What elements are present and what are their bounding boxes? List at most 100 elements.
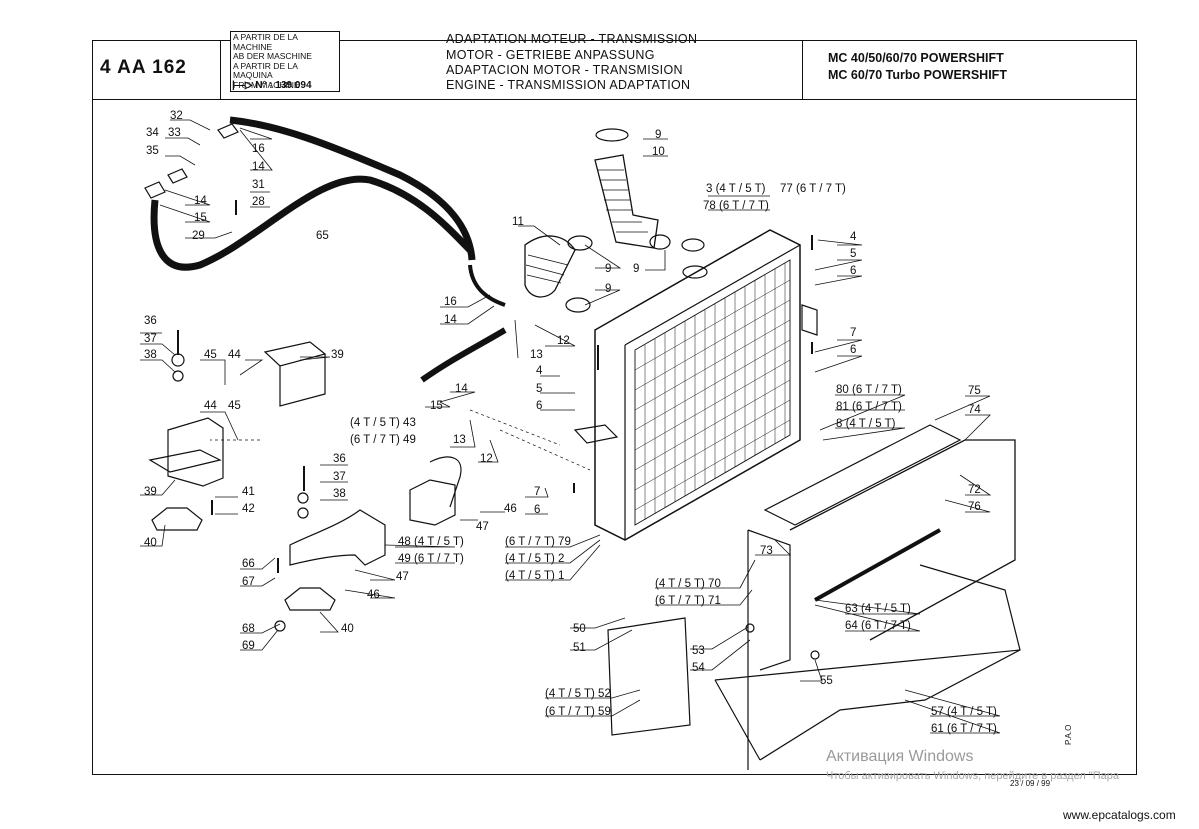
applicability-line: AB DER MASCHINE [233,51,312,61]
applicability-line: A PARTIR DE LA MAQUINA [233,60,298,80]
callout-47: 47 [476,521,489,533]
callout-40: 40 [144,537,157,549]
fitting [217,123,239,139]
callout-labels: 32 33 34 35 16 14 14 15 31 28 29 65 9 10… [144,110,997,735]
lower-radiator-hose [524,235,576,298]
callout-11: 11 [512,216,524,228]
callout-81: 81 (6 T / 7 T) [836,401,902,413]
header-separator [220,40,221,99]
side-panel [607,617,691,736]
callout-63: 63 (4 T / 5 T) [845,603,911,615]
callout-66: 66 [242,558,255,570]
callout-1: (4 T / 5 T) 1 [505,570,564,582]
silent-block [284,587,336,611]
callout-35: 35 [146,145,159,157]
callout-33: 33 [168,127,181,139]
leader-lines [140,119,1001,734]
hose-clamp [595,128,629,142]
model-line-1: MC 40/50/60/70 POWERSHIFT [828,51,1004,65]
lower-hose [150,175,473,271]
engine-bracket-base [148,449,222,473]
callout-42: 42 [242,503,255,515]
callout-4: 4 [536,365,543,377]
callout-59: (6 T / 7 T) 59 [545,706,611,718]
callout-57: 57 (4 T / 5 T) [931,706,997,718]
callout-75: 75 [968,385,981,397]
washer [172,370,184,382]
callout-37: 37 [333,471,346,483]
callout-9: 9 [633,263,639,275]
author-initials: P.A.O [1064,724,1073,745]
callout-5: 5 [850,248,856,260]
callout-50: 50 [573,623,586,635]
callout-12: 12 [557,335,570,347]
nut [274,620,286,632]
callout-7: 7 [534,486,540,498]
header-divider [92,99,1137,100]
washer [745,623,755,633]
hose-ribs [598,169,648,233]
callout-73: 73 [760,545,773,557]
fitting [167,168,188,184]
callout-29: 29 [192,230,205,242]
bolts [177,200,813,573]
callout-6: 6 [850,265,856,277]
serial-number: |—▷ N° : 139 094 [232,80,312,91]
callout-9: 9 [605,283,611,295]
title-fr: ADAPTATION MOTEUR - TRANSMISSION [446,32,698,46]
callout-40: 40 [341,623,354,635]
applicability-box: A PARTIR DE LA MACHINE AB DER MASCHINE A… [230,31,340,92]
callout-43: (4 T / 5 T) 43 [350,417,416,429]
callout-7: 7 [850,327,856,339]
clip [810,650,820,660]
callout-74: 74 [968,404,981,416]
radiator-fins [634,263,791,520]
callout-39: 39 [144,486,157,498]
windows-activation-text: Чтобы активировать Windows, перейдите в … [826,770,1119,782]
callout-72: 72 [968,484,981,496]
mount-bracket-arm [429,456,462,508]
mount-bracket-43 [409,479,456,526]
callout-45: 45 [228,400,241,412]
callout-45: 45 [204,349,217,361]
title-es: ADAPTACION MOTOR - TRANSMISION [446,63,683,77]
model-line-2: MC 60/70 Turbo POWERSHIFT [828,68,1007,82]
callout-54: 54 [692,662,705,674]
callout-15: 15 [194,212,207,224]
radiator-filler-neck [682,265,708,279]
callout-46: 46 [504,503,517,515]
callout-28: 28 [252,196,265,208]
fan-shroud-upper [789,439,1016,641]
fan-shroud-lower [759,564,1021,761]
upper-hose [229,116,476,261]
callout-10: 10 [652,146,665,158]
arrow-icon: |—▷ [232,80,253,91]
callout-3: 3 (4 T / 5 T) [706,183,766,195]
callout-14: 14 [455,383,468,395]
shroud-bottom [714,649,1021,761]
radiator-cap [681,238,705,252]
callout-14: 14 [194,195,207,207]
hose-clamp [649,234,671,250]
washer [171,353,185,367]
hose-clamp [567,235,593,251]
serial-number-text: N° : 139 094 [255,80,312,91]
callout-79: (6 T / 7 T) 79 [505,536,571,548]
callout-34: 34 [146,127,159,139]
callout-70: (4 T / 5 T) 70 [655,578,721,590]
callout-48: 48 (4 T / 5 T) [398,536,464,548]
callout-37: 37 [144,333,157,345]
silent-block [151,507,203,531]
title-en: ENGINE - TRANSMISSION ADAPTATION [446,78,691,92]
engine-bracket-39 [263,341,327,407]
header-separator [802,40,803,99]
radiator-edge [624,244,801,540]
callout-9: 9 [655,129,661,141]
callout-4: 4 [850,231,857,243]
callout-38: 38 [333,488,346,500]
callout-44: 44 [228,349,241,361]
washer [297,492,309,504]
applicability-line: A PARTIR DE LA MACHINE [233,32,298,52]
callout-14: 14 [444,314,457,326]
